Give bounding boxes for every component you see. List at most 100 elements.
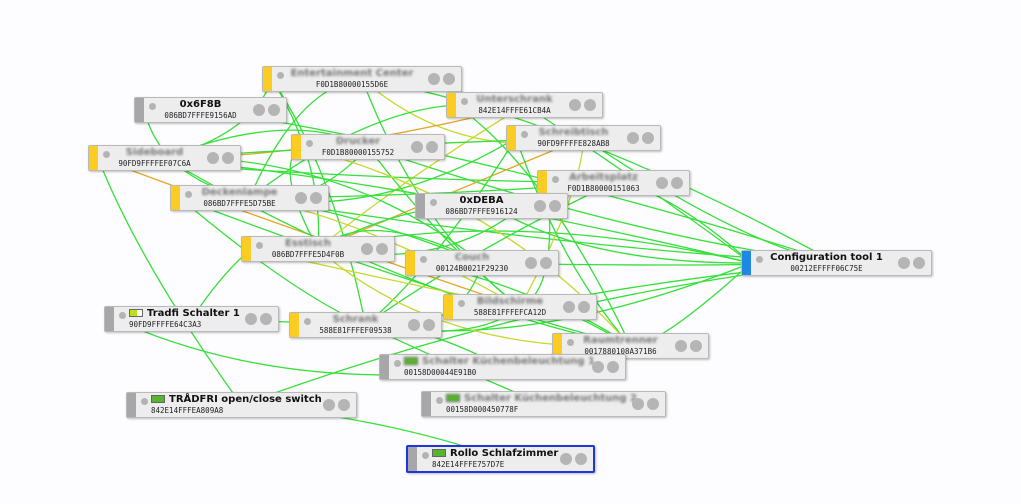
socket-out-icon[interactable] bbox=[913, 257, 925, 269]
socket-out-icon[interactable] bbox=[260, 313, 272, 325]
socket-in-icon[interactable] bbox=[295, 192, 307, 204]
socket-in-icon[interactable] bbox=[361, 243, 373, 255]
socket-in-icon[interactable] bbox=[428, 73, 440, 85]
battery-icon bbox=[446, 394, 460, 402]
device-type-bar bbox=[292, 135, 301, 159]
battery-icon bbox=[432, 449, 446, 457]
link-st-bs bbox=[519, 137, 585, 308]
socket-out-icon[interactable] bbox=[376, 243, 388, 255]
battery-icon bbox=[151, 395, 165, 403]
status-dot-icon bbox=[306, 140, 313, 147]
socket-in-icon[interactable] bbox=[323, 399, 335, 411]
node-name-text: Raumtrenner bbox=[583, 335, 658, 346]
socket-in-icon[interactable] bbox=[656, 177, 668, 189]
socket-in-icon[interactable] bbox=[525, 257, 537, 269]
socket-out-icon[interactable] bbox=[443, 73, 455, 85]
socket-in-icon[interactable] bbox=[569, 99, 581, 111]
node-mac: F0D1B80000155D6E bbox=[315, 80, 389, 89]
socket-out-icon[interactable] bbox=[647, 398, 659, 410]
socket-out-icon[interactable] bbox=[671, 177, 683, 189]
node-name: Bildschirme bbox=[468, 296, 552, 307]
status-dot-icon bbox=[185, 191, 192, 198]
node-name-text: Sideboard bbox=[125, 147, 184, 158]
socket-in-icon[interactable] bbox=[207, 152, 219, 164]
node-name: 0xDEBA bbox=[440, 195, 523, 206]
socket-in-icon[interactable] bbox=[563, 301, 575, 313]
socket-out-icon[interactable] bbox=[578, 301, 590, 313]
device-type-bar bbox=[135, 98, 144, 122]
device-type-bar bbox=[553, 334, 562, 358]
node-name: Deckenlampe bbox=[195, 187, 284, 198]
socket-in-icon[interactable] bbox=[411, 141, 423, 153]
socket-out-icon[interactable] bbox=[268, 104, 280, 116]
status-dot-icon bbox=[149, 103, 156, 110]
node-name-text: Entertainment Center bbox=[290, 68, 414, 79]
socket-out-icon[interactable] bbox=[575, 453, 587, 465]
socket-out-icon[interactable] bbox=[540, 257, 552, 269]
node-name: Sideboard bbox=[113, 147, 196, 158]
node-mac: 00158D000450778F bbox=[446, 405, 519, 414]
node-name-text: Schalter Küchenbeleuchtung 1 bbox=[422, 356, 595, 367]
socket-out-icon[interactable] bbox=[642, 132, 654, 144]
status-dot-icon bbox=[567, 339, 574, 346]
device-type-bar bbox=[742, 251, 751, 275]
socket-in-icon[interactable] bbox=[245, 313, 257, 325]
status-dot-icon bbox=[552, 176, 559, 183]
socket-in-icon[interactable] bbox=[253, 104, 265, 116]
node-mac: 00158D00044E91B0 bbox=[404, 368, 477, 377]
status-dot-icon bbox=[141, 398, 148, 405]
link-ct-ndeba bbox=[491, 205, 752, 264]
socket-out-icon[interactable] bbox=[690, 340, 702, 352]
device-type-bar bbox=[242, 237, 251, 261]
node-name: Configuration tool 1 bbox=[766, 252, 887, 263]
node-name-text: Rollo Schlafzimmer bbox=[450, 448, 559, 459]
link-ct-st bbox=[583, 137, 837, 264]
socket-out-icon[interactable] bbox=[549, 200, 561, 212]
link-dr-bs bbox=[367, 146, 521, 308]
socket-in-icon[interactable] bbox=[627, 132, 639, 144]
node-name: Rollo Schlafzimmer bbox=[432, 448, 558, 459]
socket-out-icon[interactable] bbox=[222, 152, 234, 164]
socket-out-icon[interactable] bbox=[584, 99, 596, 111]
battery-icon bbox=[404, 357, 418, 365]
socket-in-icon[interactable] bbox=[592, 361, 604, 373]
link-sb-tr bbox=[97, 157, 243, 406]
node-name: Schalter Küchenbeleuchtung 2 bbox=[446, 393, 637, 404]
node-mac: 0017880108A371B6 bbox=[584, 347, 657, 356]
node-mac: 086BD7FFFE5D75BE bbox=[203, 199, 276, 208]
socket-in-icon[interactable] bbox=[534, 200, 546, 212]
socket-out-icon[interactable] bbox=[310, 192, 322, 204]
socket-out-icon[interactable] bbox=[607, 361, 619, 373]
socket-in-icon[interactable] bbox=[675, 340, 687, 352]
socket-in-icon[interactable] bbox=[898, 257, 910, 269]
socket-out-icon[interactable] bbox=[423, 319, 435, 331]
socket-in-icon[interactable] bbox=[560, 453, 572, 465]
link-sb-bs bbox=[97, 157, 521, 308]
socket-out-icon[interactable] bbox=[426, 141, 438, 153]
link-us-dl bbox=[249, 104, 457, 199]
node-name-text: Schalter Küchenbeleuchtung 2 bbox=[464, 393, 637, 404]
node-name: TRÅDFRI open/close switch bbox=[151, 394, 322, 405]
socket-out-icon[interactable] bbox=[338, 399, 350, 411]
socket-in-icon[interactable] bbox=[408, 319, 420, 331]
socket-in-icon[interactable] bbox=[632, 398, 644, 410]
